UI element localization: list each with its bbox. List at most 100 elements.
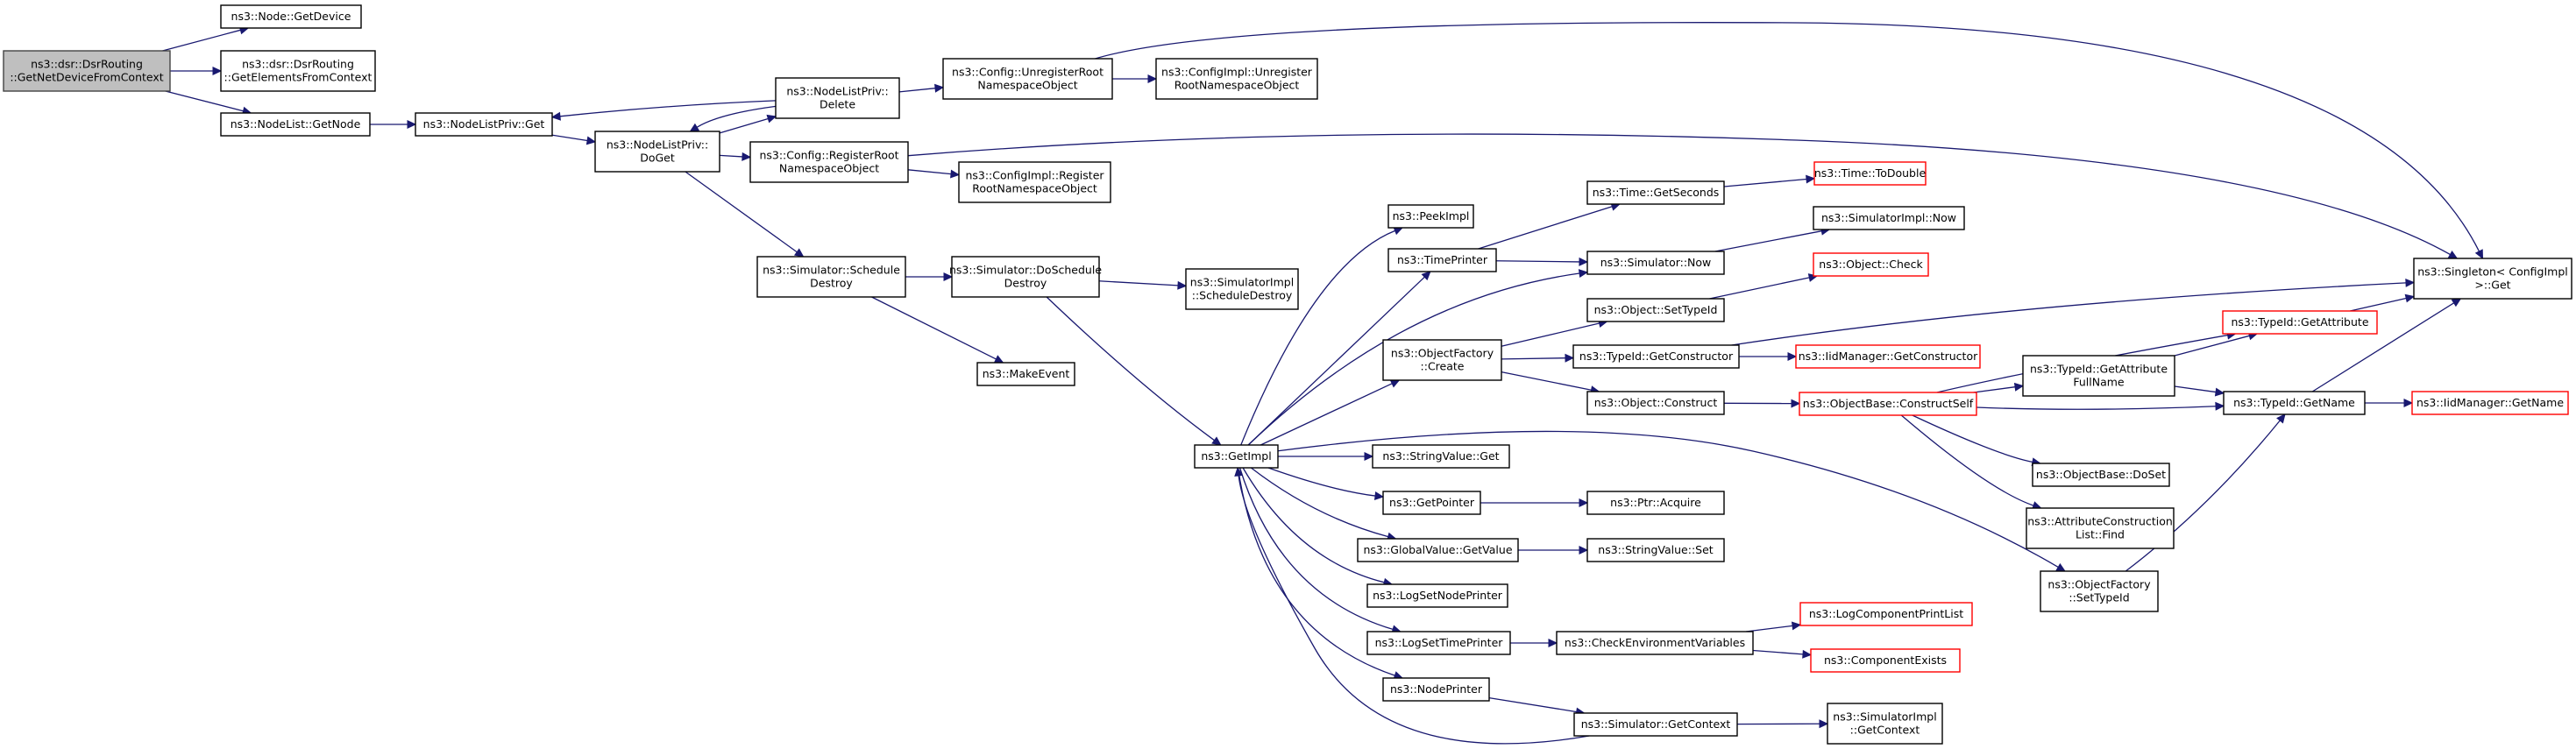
function-node[interactable]: ns3::TimePrinter [1387, 248, 1497, 272]
function-node[interactable]: ns3::ConfigImpl::RegisterRootNamespaceOb… [958, 161, 1111, 203]
function-node[interactable]: ns3::Object::Check [1813, 252, 1929, 277]
call-edge [1745, 621, 1802, 632]
arrowhead-icon [1211, 436, 1222, 446]
function-name-label: ns3::ConfigImpl::Unregister [1161, 66, 1313, 79]
function-node-box [1813, 206, 1965, 230]
call-edge [1095, 22, 2484, 260]
function-node[interactable]: ns3::Simulator::GetContext [1573, 712, 1738, 737]
function-node[interactable]: ns3::Time::GetSeconds [1586, 180, 1725, 205]
function-name-label: ns3::Singleton< ConfigImpl [2417, 265, 2568, 279]
function-node[interactable]: ns3::ObjectFactory::SetTypeId [2040, 570, 2159, 612]
function-name-label: ns3::NodeList::GetNode [231, 117, 361, 131]
function-node[interactable]: ns3::GetImpl [1194, 444, 1279, 469]
call-edge [1510, 639, 1558, 647]
call-edge-line [1260, 383, 1393, 446]
function-node[interactable]: ns3::ComponentExists [1810, 648, 1961, 673]
function-node[interactable]: ns3::ObjectBase::DoSet [2032, 463, 2170, 487]
function-node[interactable]: ns3::NodeListPriv::Get [415, 112, 553, 137]
function-node[interactable]: ns3::TypeId::GetName [2223, 391, 2366, 415]
function-node[interactable]: ns3::Config::UnregisterRootNamespaceObje… [942, 58, 1113, 100]
function-node[interactable]: ns3::LogComponentPrintList [1799, 602, 1973, 626]
function-node[interactable]: ns3::NodePrinter [1382, 677, 1490, 702]
arrowhead-icon [1373, 491, 1385, 500]
function-node-box [220, 4, 362, 29]
function-node[interactable]: ns3::ObjectFactory::Create [1382, 339, 1502, 381]
function-node-box [1382, 339, 1502, 381]
call-edge [689, 105, 777, 132]
arrowhead-icon [2405, 278, 2416, 287]
call-edge [165, 90, 252, 116]
arrowhead-icon [742, 152, 752, 161]
function-node[interactable]: ns3::IidManager::GetName [2411, 391, 2569, 415]
function-node[interactable]: ns3::Object::Construct [1586, 391, 1725, 415]
call-edge-line [1488, 697, 1577, 713]
function-node[interactable]: ns3::CheckEnvironmentVariables [1556, 631, 1754, 655]
function-node[interactable]: ns3::LogSetNodePrinter [1366, 583, 1508, 608]
function-node[interactable]: ns3::Object::SetTypeId [1586, 298, 1725, 322]
function-node[interactable]: ns3::SimulatorImpl::Now [1813, 206, 1965, 230]
function-node-box [1155, 58, 1318, 100]
call-edge-line [685, 171, 798, 253]
function-node[interactable]: ns3::Ptr::Acquire [1586, 491, 1725, 515]
function-node[interactable]: ns3::NodeListPriv::DoGet [594, 131, 720, 173]
function-node[interactable]: ns3::PeekImpl [1387, 204, 1474, 229]
function-node-box [1382, 491, 1481, 515]
call-edge [1112, 74, 1158, 83]
function-node[interactable]: ns3::GetPointer [1382, 491, 1481, 515]
function-node[interactable]: ns3::dsr::DsrRouting::GetElementsFromCon… [220, 50, 376, 92]
function-node[interactable]: ns3::LogSetTimePrinter [1366, 631, 1511, 655]
function-name-label: ns3::MakeEvent [983, 367, 1070, 380]
function-node[interactable]: ns3::NodeListPriv::Delete [775, 77, 900, 119]
function-node[interactable]: ns3::StringValue::Set [1586, 538, 1725, 562]
function-node-box [2223, 391, 2366, 415]
function-name-label: ::GetNetDeviceFromContext [10, 71, 163, 84]
call-edge [2350, 293, 2416, 312]
function-node[interactable]: ns3::ObjectBase::ConstructSelf [1799, 392, 1977, 416]
function-name-label: ns3::IidManager::GetName [2416, 396, 2564, 409]
function-name-label: ns3::dsr::DsrRouting [31, 58, 143, 71]
function-node[interactable]: ns3::NodeList::GetNode [220, 112, 371, 137]
function-node[interactable]: ns3::TypeId::GetConstructor [1572, 344, 1740, 369]
function-node[interactable]: ns3::StringValue::Get [1372, 444, 1510, 469]
function-name-label: ns3::SimulatorImpl [1833, 710, 1936, 724]
function-name-label: ns3::Simulator::Now [1600, 256, 1712, 269]
call-edge-line [1752, 649, 1804, 655]
call-edge [2174, 385, 2225, 397]
function-node[interactable]: ns3::GlobalValue::GetValue [1357, 538, 1519, 562]
function-name-label: ns3::Time::GetSeconds [1593, 186, 1720, 199]
function-node[interactable]: ns3::Singleton< ConfigImpl >::Get [2413, 258, 2572, 300]
call-edge-line [1095, 22, 2480, 252]
function-node-box [749, 141, 909, 183]
function-node[interactable]: ns3::TypeId::GetAttribute [2222, 310, 2378, 335]
function-node[interactable]: ns3::SimulatorImpl::GetContext [1827, 703, 1943, 745]
function-node[interactable]: ns3::Time::ToDouble [1813, 161, 1927, 186]
function-node[interactable]: ns3::MakeEvent [976, 362, 1075, 386]
function-node[interactable]: ns3::ConfigImpl::UnregisterRootNamespace… [1155, 58, 1318, 100]
arrowhead-icon [407, 120, 417, 129]
function-name-label: ns3::TypeId::GetAttribute [2231, 315, 2368, 329]
call-edge [1240, 226, 1404, 446]
function-node[interactable]: ns3::Node::GetDevice [220, 4, 362, 29]
function-name-label: ns3::Object::Check [1819, 258, 1923, 271]
call-edge [719, 152, 752, 161]
function-node[interactable]: ns3::Simulator::ScheduleDestroy [756, 256, 906, 298]
call-edge-line [1900, 414, 2034, 506]
function-node-box [1366, 583, 1508, 608]
function-name-label: ::GetContext [1850, 724, 1920, 737]
arrowhead-icon [550, 111, 561, 121]
function-node[interactable]: ns3::SimulatorImpl::ScheduleDestroy [1185, 268, 1299, 310]
function-node-box [1586, 251, 1725, 275]
call-edge [1098, 280, 1188, 290]
arrowhead-icon [934, 83, 945, 93]
function-name-label: ns3::ComponentExists [1824, 654, 1947, 667]
function-node[interactable]: ns3::Simulator::Now [1586, 251, 1725, 275]
function-name-label: Destroy [810, 277, 853, 290]
function-node-box [1372, 444, 1510, 469]
function-node[interactable]: ns3::IidManager::GetConstructor [1795, 344, 1981, 369]
call-edge [1260, 379, 1401, 446]
